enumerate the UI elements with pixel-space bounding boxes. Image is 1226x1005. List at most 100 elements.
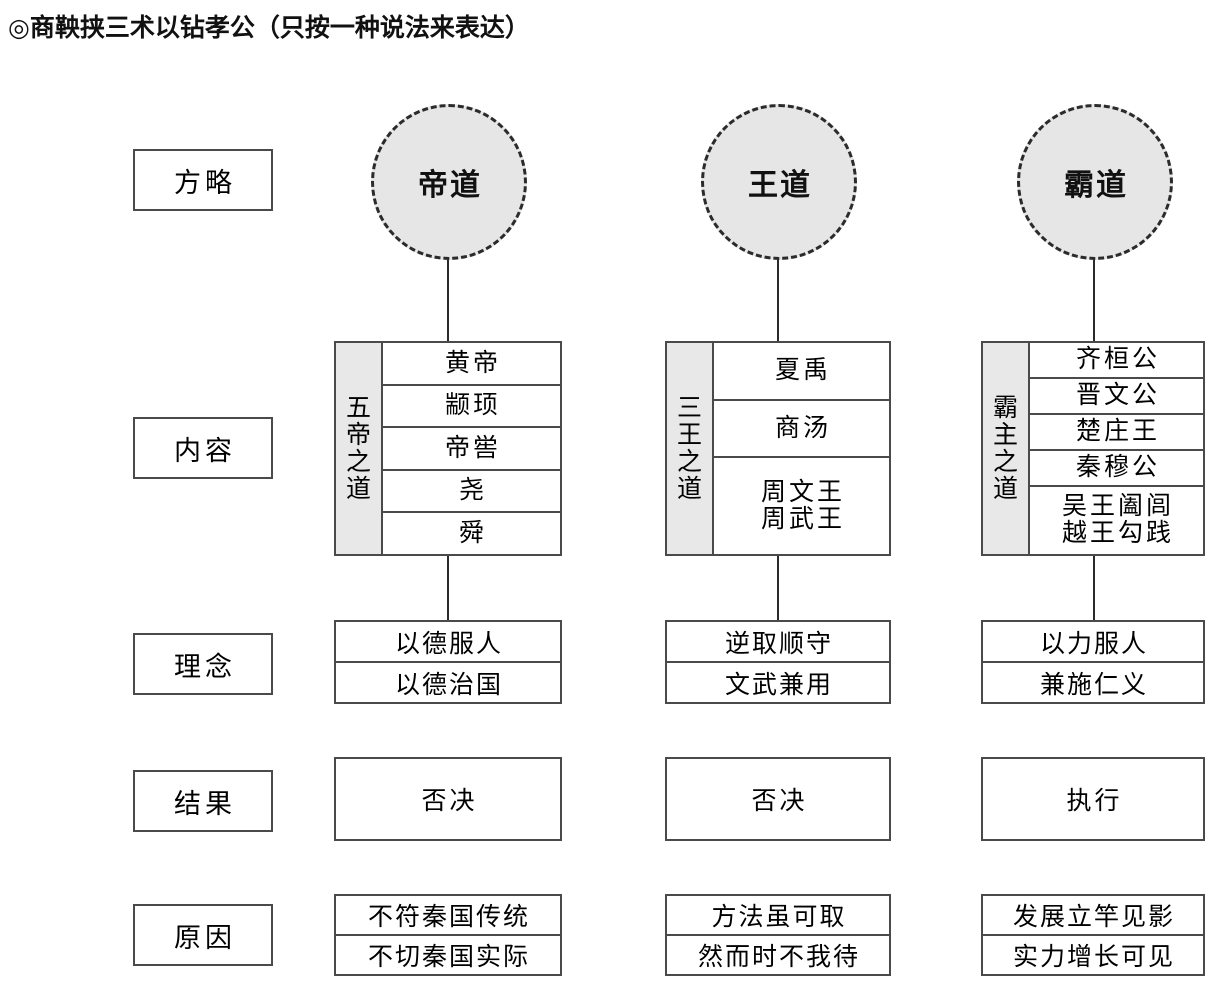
reason-box-2: 方法虽可取 然而时不我待 — [665, 894, 891, 976]
ideology-text: 以力服人 — [1039, 630, 1148, 658]
ideology-cell: 以德治国 — [336, 663, 560, 702]
side-char: 王 — [677, 421, 703, 449]
connector-circle-to-content-2 — [777, 258, 779, 342]
ideology-cell: 文武兼用 — [667, 663, 889, 702]
row-label-text: 结果 — [174, 788, 236, 819]
ideology-box-3: 以力服人 兼施仁义 — [981, 620, 1205, 704]
side-char: 道 — [677, 475, 703, 503]
content-row-line: 周文王 — [761, 478, 846, 506]
result-box-1: 否决 — [334, 757, 562, 841]
side-char: 之 — [993, 448, 1019, 476]
content-row: 尧 — [383, 471, 560, 514]
content-row-line: 周武王 — [761, 506, 846, 534]
content-row-line: 越王勾践 — [1062, 520, 1175, 548]
content-row: 商汤 — [714, 401, 889, 459]
reason-text: 实力增长可见 — [1012, 944, 1175, 971]
side-char: 霸 — [993, 394, 1019, 422]
side-char: 之 — [346, 448, 372, 476]
content-rows-2: 夏禹 商汤 周文王 周武王 — [714, 343, 889, 554]
content-box-3: 霸 主 之 道 齐桓公 晋文公 楚庄王 秦穆公 吴王阖闾 越王勾践 — [981, 341, 1205, 556]
content-row-line: 晋文公 — [1076, 382, 1161, 410]
strategy-circle-3[interactable]: 霸道 — [1017, 104, 1173, 260]
row-label-strategy: 方略 — [133, 149, 273, 211]
side-char: 道 — [346, 475, 372, 503]
result-text: 否决 — [421, 788, 478, 815]
strategy-circle-label: 王道 — [748, 169, 812, 202]
ideology-cell: 以德服人 — [336, 622, 560, 663]
strategy-circle-2[interactable]: 王道 — [701, 104, 857, 260]
content-row: 黄帝 — [383, 343, 560, 386]
content-row-line: 楚庄王 — [1076, 418, 1161, 446]
content-row: 舜 — [383, 513, 560, 554]
ideology-text: 以德治国 — [394, 671, 503, 699]
content-side-label-1: 五 帝 之 道 — [336, 343, 384, 554]
connector-content-to-ideology-2 — [777, 556, 779, 620]
connector-circle-to-content-1 — [447, 258, 449, 342]
side-char: 帝 — [346, 421, 372, 449]
result-text: 执行 — [1066, 788, 1123, 815]
reason-box-1: 不符秦国传统 不切秦国实际 — [334, 894, 562, 976]
result-box-3: 执行 — [981, 757, 1205, 841]
result-box-2: 否决 — [665, 757, 891, 841]
strategy-circle-label: 霸道 — [1064, 169, 1128, 202]
row-label-text: 原因 — [174, 922, 236, 953]
content-row: 楚庄王 — [1030, 415, 1203, 451]
ideology-text: 兼施仁义 — [1039, 671, 1148, 699]
reason-box-3: 发展立竿见影 实力增长可见 — [981, 894, 1205, 976]
content-row-line: 尧 — [459, 477, 488, 505]
side-char: 三 — [677, 394, 703, 422]
connector-circle-to-content-3 — [1093, 258, 1095, 342]
content-box-1: 五 帝 之 道 黄帝 颛顼 帝喾 尧 舜 — [334, 341, 562, 556]
reason-text: 不符秦国传统 — [367, 904, 530, 931]
ideology-cell: 以力服人 — [983, 622, 1203, 663]
content-box-2: 三 王 之 道 夏禹 商汤 周文王 周武王 — [665, 341, 891, 556]
content-row-line: 商汤 — [775, 414, 832, 442]
content-row: 秦穆公 — [1030, 451, 1203, 487]
result-text: 否决 — [751, 788, 808, 815]
content-row: 周文王 周武王 — [714, 458, 889, 554]
content-row-line: 齐桓公 — [1076, 346, 1161, 374]
reason-cell: 不切秦国实际 — [336, 936, 560, 974]
ideology-text: 逆取顺守 — [724, 630, 833, 658]
ideology-text: 文武兼用 — [724, 671, 833, 699]
row-label-text: 内容 — [174, 435, 236, 466]
reason-cell: 不符秦国传统 — [336, 896, 560, 936]
ideology-box-2: 逆取顺守 文武兼用 — [665, 620, 891, 704]
reason-text: 方法虽可取 — [711, 904, 847, 931]
content-row-line: 帝喾 — [445, 434, 502, 462]
ideology-cell: 兼施仁义 — [983, 663, 1203, 702]
ideology-text: 以德服人 — [394, 630, 503, 658]
content-row: 颛顼 — [383, 386, 560, 429]
reason-cell: 然而时不我待 — [667, 936, 889, 974]
page-title: ◎商鞅挟三术以钻孝公（只按一种说法来表达） — [8, 14, 530, 42]
content-row: 帝喾 — [383, 428, 560, 471]
content-row: 晋文公 — [1030, 379, 1203, 415]
strategy-circle-label: 帝道 — [418, 169, 482, 202]
content-row: 夏禹 — [714, 343, 889, 401]
row-label-content: 内容 — [133, 417, 273, 479]
content-row-line: 颛顼 — [445, 392, 502, 420]
ideology-box-1: 以德服人 以德治国 — [334, 620, 562, 704]
content-rows-1: 黄帝 颛顼 帝喾 尧 舜 — [383, 343, 560, 554]
strategy-circle-1[interactable]: 帝道 — [371, 104, 527, 260]
side-char: 主 — [993, 421, 1019, 449]
content-row-line: 舜 — [459, 519, 488, 547]
content-side-label-2: 三 王 之 道 — [667, 343, 715, 554]
reason-text: 不切秦国实际 — [367, 944, 530, 971]
reason-cell: 发展立竿见影 — [983, 896, 1203, 936]
row-label-ideology: 理念 — [133, 633, 273, 695]
connector-content-to-ideology-3 — [1093, 556, 1095, 620]
content-row: 吴王阖闾 越王勾践 — [1030, 487, 1203, 554]
side-char: 五 — [346, 394, 372, 422]
reason-cell: 方法虽可取 — [667, 896, 889, 936]
row-label-text: 理念 — [174, 651, 236, 682]
side-char: 之 — [677, 448, 703, 476]
connector-content-to-ideology-1 — [447, 556, 449, 620]
content-row-line: 黄帝 — [445, 349, 502, 377]
content-row-line: 夏禹 — [775, 357, 832, 385]
row-label-text: 方略 — [174, 167, 236, 198]
content-rows-3: 齐桓公 晋文公 楚庄王 秦穆公 吴王阖闾 越王勾践 — [1030, 343, 1203, 554]
content-row-line: 吴王阖闾 — [1062, 492, 1175, 520]
row-label-reason: 原因 — [133, 904, 273, 966]
row-label-result: 结果 — [133, 770, 273, 832]
